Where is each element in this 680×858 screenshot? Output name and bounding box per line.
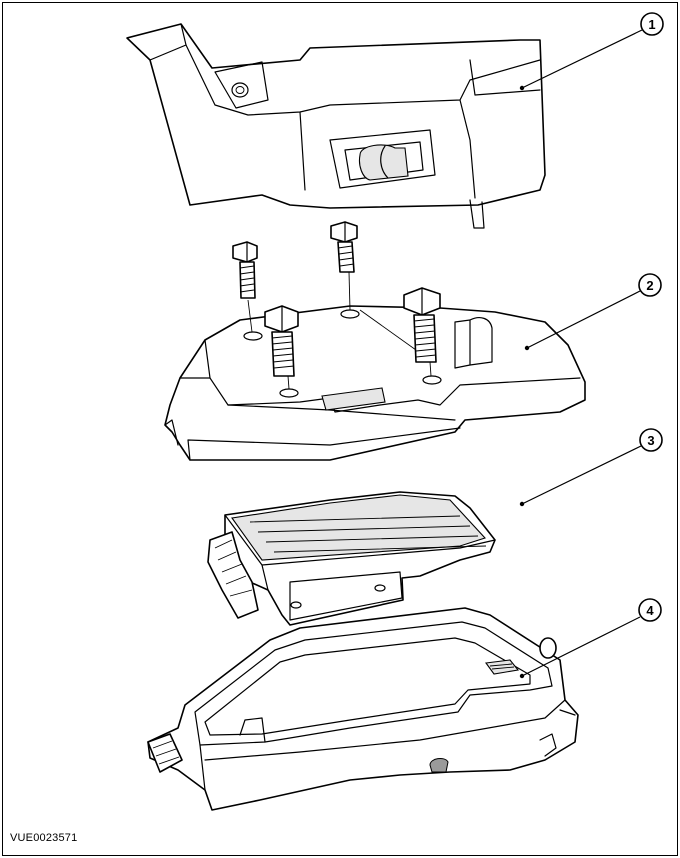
part-3-control-module (207, 491, 496, 626)
part-4-lower-tray (147, 607, 579, 811)
callout-2-label: 2 (646, 278, 653, 293)
callout-4-label: 4 (646, 603, 654, 618)
part-2-module-housing (164, 271, 586, 461)
reference-code: VUE0023571 (10, 832, 78, 844)
callout-1-label: 1 (648, 17, 655, 32)
leader-lines (519, 29, 643, 679)
callout-3-label: 3 (647, 433, 654, 448)
part-1-bracket (126, 23, 546, 229)
callout-1: 1 (640, 12, 664, 36)
bolt-large-left (264, 305, 299, 377)
callout-3: 3 (639, 428, 663, 452)
callout-2: 2 (638, 273, 662, 297)
bolt-small-left (232, 241, 258, 299)
bolt-large-right (403, 287, 441, 363)
bolt-small-center (330, 221, 358, 273)
callout-4: 4 (638, 598, 662, 622)
